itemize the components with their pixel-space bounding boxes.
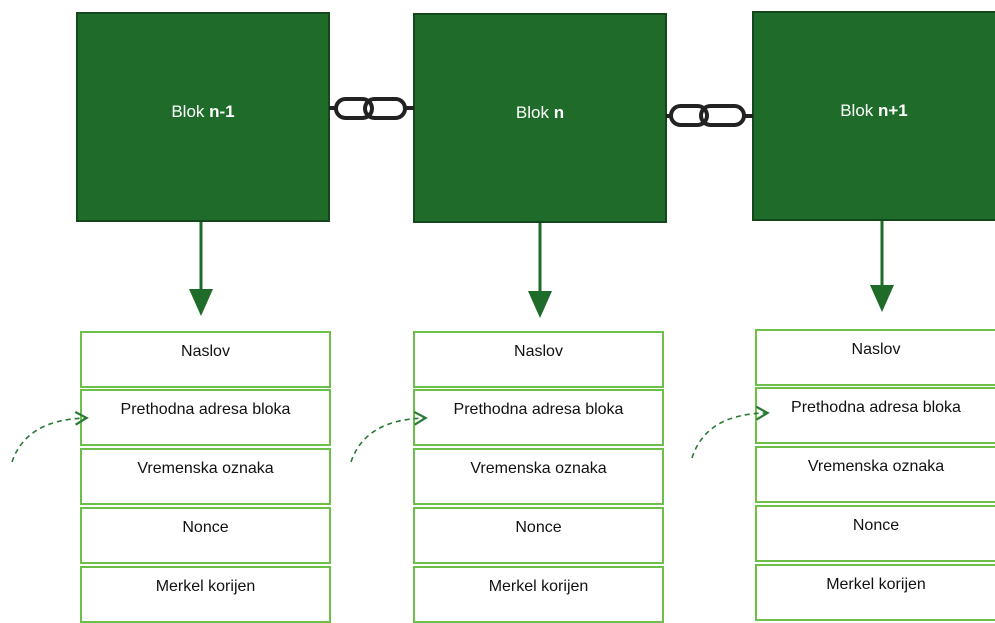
field-previous-hash: Prethodna adresa bloka (80, 389, 331, 446)
field-timestamp: Vremenska oznaka (755, 446, 995, 503)
block-n-minus-1: Blok n-1 (76, 12, 330, 222)
field-merkle-root: Merkel korijen (755, 564, 995, 621)
chain-link-icon (329, 97, 414, 120)
field-header: Naslov (413, 331, 664, 388)
block-label: Blok n-1 (171, 102, 235, 121)
field-nonce: Nonce (755, 505, 995, 562)
block-label: Blok n (515, 103, 565, 122)
dashed-link-arrow (350, 410, 428, 463)
field-previous-hash: Prethodna adresa bloka (413, 389, 664, 446)
dashed-link-arrow (11, 410, 89, 463)
field-timestamp: Vremenska oznaka (413, 448, 664, 505)
field-header: Naslov (80, 331, 331, 388)
field-timestamp: Vremenska oznaka (80, 448, 331, 505)
field-nonce: Nonce (413, 507, 664, 564)
field-previous-hash: Prethodna adresa bloka (755, 387, 995, 444)
block-label: Blok n+1 (840, 101, 908, 120)
field-nonce: Nonce (80, 507, 331, 564)
chain-link-icon (666, 104, 753, 127)
field-header: Naslov (755, 329, 995, 386)
dashed-link-arrow (691, 405, 770, 459)
block-n-plus-1: Blok n+1 (752, 11, 995, 221)
field-merkle-root: Merkel korijen (80, 566, 331, 623)
